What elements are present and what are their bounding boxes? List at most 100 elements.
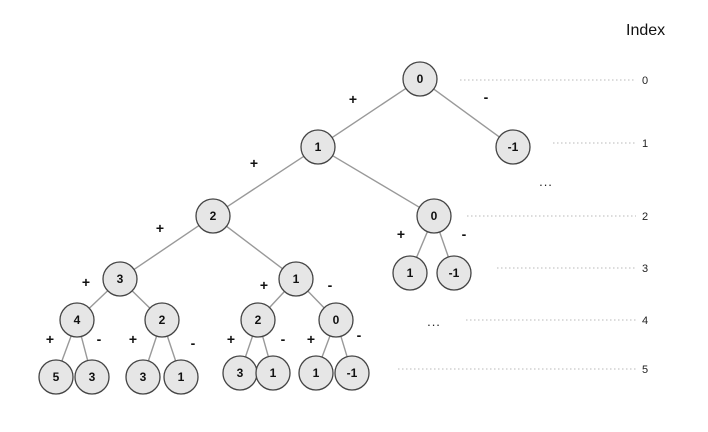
node-value: 1 [315,140,322,154]
node-value: -1 [347,366,358,380]
tree-edge [131,290,151,309]
tree-edge [261,336,270,357]
node-circle [278,261,314,297]
plus-edge-label: + [260,277,268,293]
tree-node: 1 [392,255,428,291]
minus-edge-label: - [357,327,362,343]
node-value: -1 [508,140,519,154]
minus-edge-label: - [191,335,196,351]
node-circle [416,198,452,234]
tree-edge [331,87,407,139]
index-label-2: 2 [642,211,648,223]
node-circle [125,359,161,395]
plus-edge-label: + [307,331,315,347]
node-circle [402,61,438,97]
node-value: 5 [53,370,60,384]
node-value: 3 [140,370,147,384]
minus-edge-label: - [462,226,467,242]
index-label-5: 5 [642,364,648,376]
plus-edge-label: + [349,91,357,107]
node-circle [334,355,370,391]
node-circle [74,359,110,395]
tree-edge [433,88,500,138]
node-value: 2 [255,313,262,327]
node-value: 3 [89,370,96,384]
minus-edge-label: - [281,331,286,347]
node-circle [240,302,276,338]
node-circle [298,355,334,391]
tree-edge [415,231,429,258]
index-label-1: 1 [642,138,648,150]
minus-edge-label: - [97,331,102,347]
index-label-4: 4 [642,315,648,327]
tree-node: 3 [74,359,110,395]
node-circle [436,255,472,291]
tree-node: 2 [240,302,276,338]
plus-edge-label: + [46,331,54,347]
tree-node: 1 [255,355,291,391]
index-guides: 0 1 2 3 4 5 [398,75,648,376]
node-value: 1 [313,366,320,380]
tree-edge [321,335,331,358]
minus-edge-label: - [484,89,489,105]
node-circle [300,129,336,165]
tree-edge [166,335,177,362]
node-circle [163,359,199,395]
tree-node: 2 [144,302,180,338]
tree-edge [269,290,285,309]
node-circle [59,302,95,338]
tree-node: -1 [495,129,531,165]
node-circle [318,302,354,338]
index-title: Index [626,22,666,39]
tree-node: 1 [163,359,199,395]
node-circle [102,261,138,297]
ellipsis-marks: ...... [427,174,553,329]
tree-edge [133,224,200,271]
tree-edge [226,225,283,270]
tree-node: 1 [278,261,314,297]
tree-node: 1 [300,129,336,165]
plus-edge-label: + [156,220,164,236]
plus-edge-label: + [250,155,258,171]
node-value: 2 [159,313,166,327]
node-value: 1 [178,370,185,384]
node-value: 0 [417,72,424,86]
tree-edge [147,335,158,362]
tree-edge [244,335,254,358]
tree-edge [332,155,420,208]
tree-edges: +-+++-++-+-+-+-+- [46,87,500,362]
tree-edge [80,336,89,361]
tree-node: -1 [334,355,370,391]
ellipsis-mark: ... [539,174,553,189]
node-value: 1 [270,366,277,380]
node-value: 1 [407,266,414,280]
node-circle [255,355,291,391]
index-label-3: 3 [642,263,648,275]
minus-edge-label: - [328,277,333,293]
plus-edge-label: + [227,331,235,347]
tree-edge [226,155,305,208]
tree-node: 3 [102,261,138,297]
tree-node: 0 [402,61,438,97]
tree-edge [340,336,348,357]
index-label-0: 0 [642,75,648,87]
node-value: -1 [449,266,460,280]
node-value: 3 [237,366,244,380]
node-value: 0 [333,313,340,327]
plus-edge-label: + [82,274,90,290]
tree-node: 1 [298,355,334,391]
tree-node: 0 [416,198,452,234]
node-value: 0 [431,209,438,223]
node-circle [144,302,180,338]
plus-edge-label: + [129,331,137,347]
node-value: 3 [117,272,124,286]
node-circle [195,198,231,234]
node-value: 4 [74,313,81,327]
tree-node: 3 [222,355,258,391]
tree-edge [307,290,325,309]
tree-node: 4 [59,302,95,338]
tree-node: 2 [195,198,231,234]
node-value: 2 [210,209,217,223]
